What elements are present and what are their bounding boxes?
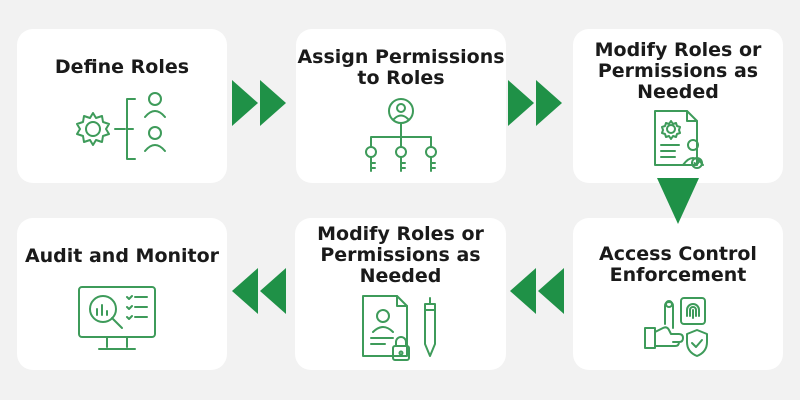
- step-card-assign-permissions: Assign Permissions to Roles: [296, 29, 506, 183]
- step-title: Assign Permissions to Roles: [297, 46, 505, 89]
- document-lock-pen-icon: [362, 295, 436, 361]
- double-arrow-right-icon: [232, 80, 286, 126]
- user-hierarchy-keys-icon: [365, 98, 437, 172]
- step-card-modify-roles-top: Modify Roles or Permissions as Needed: [573, 29, 783, 183]
- monitor-analytics-icon: [78, 286, 156, 350]
- step-title: Modify Roles or Permissions as Needed: [317, 223, 484, 287]
- gear-roles-icon: [76, 92, 166, 160]
- step-card-modify-roles-bottom: Modify Roles or Permissions as Needed: [295, 218, 506, 370]
- double-arrow-left-icon: [510, 268, 564, 314]
- fingerprint-shield-icon: [644, 297, 708, 357]
- step-title: Define Roles: [54, 56, 190, 78]
- step-card-access-control: Access Control Enforcement: [573, 218, 783, 370]
- double-arrow-right-icon: [508, 80, 562, 126]
- document-settings-user-icon: [654, 110, 704, 169]
- step-title: Modify Roles or Permissions as Needed: [594, 39, 762, 103]
- step-card-audit-monitor: Audit and Monitor: [17, 218, 227, 370]
- double-arrow-left-icon: [232, 268, 286, 314]
- step-card-define-roles: Define Roles: [17, 29, 227, 183]
- arrow-down-icon: [657, 178, 699, 224]
- step-title: Audit and Monitor: [24, 245, 220, 267]
- step-title: Access Control Enforcement: [599, 243, 757, 286]
